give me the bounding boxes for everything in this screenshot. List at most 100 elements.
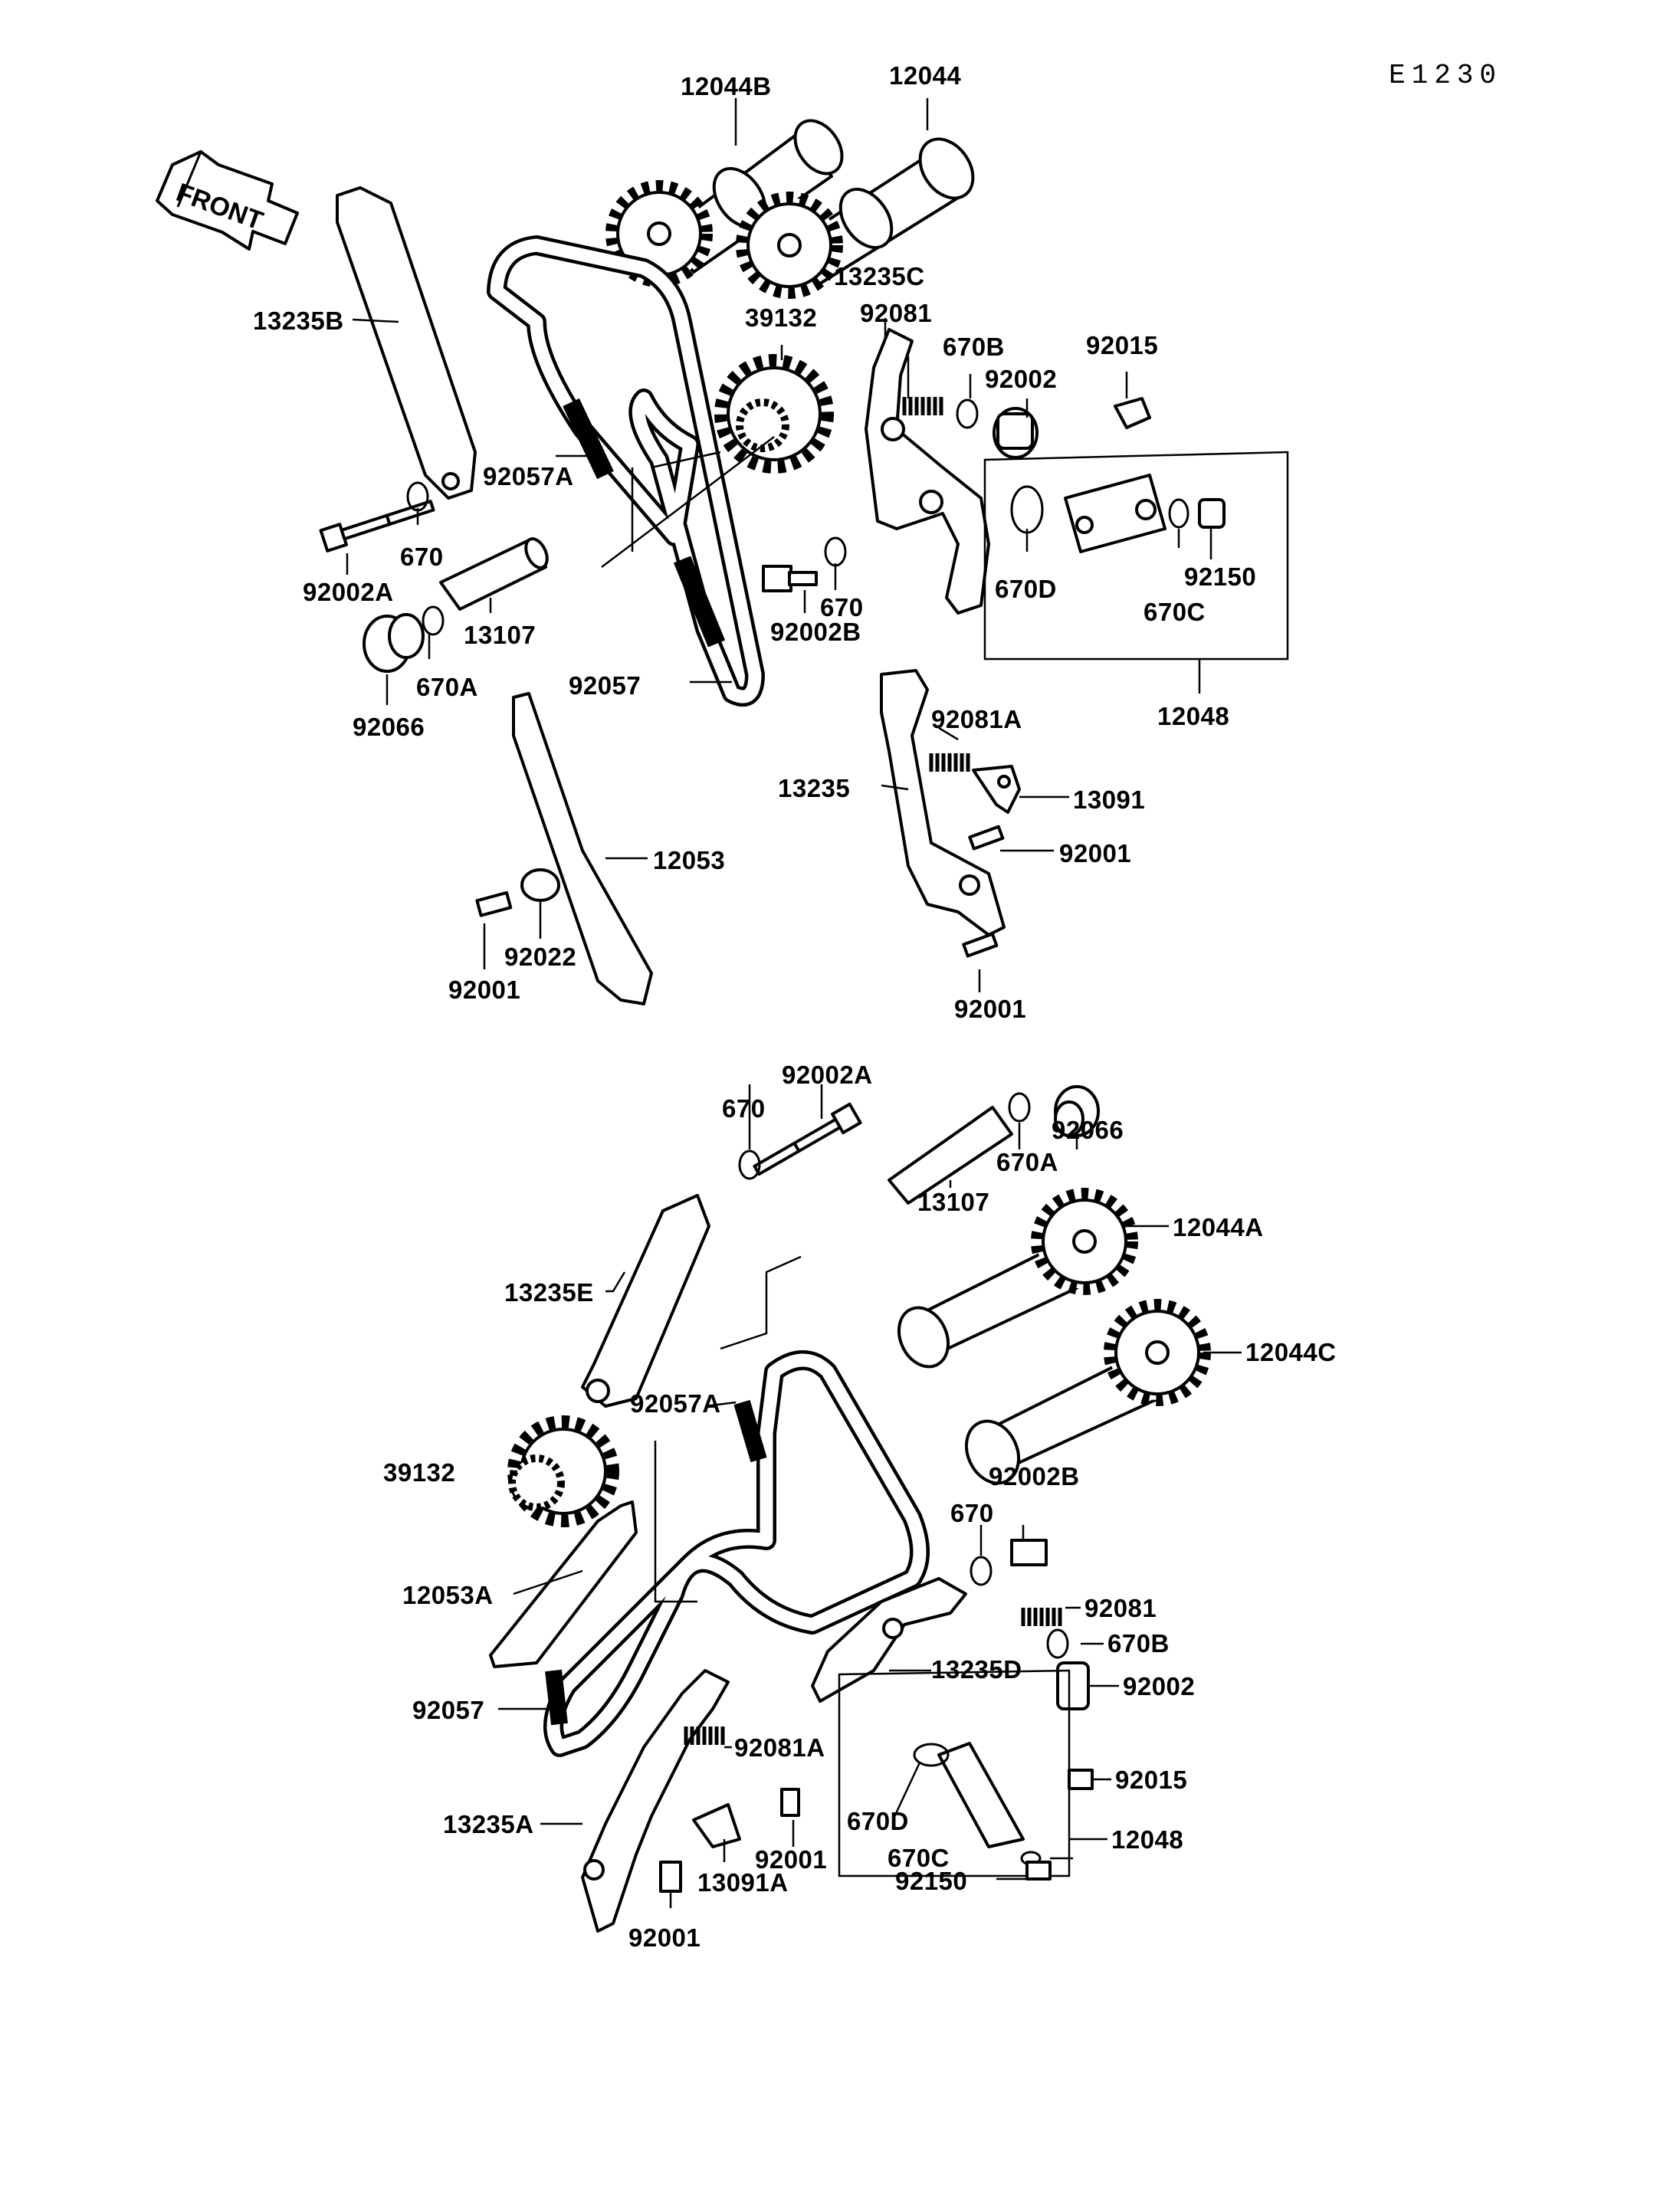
label-670D: 670D [995, 575, 1057, 603]
label-92022: 92022 [504, 943, 577, 971]
bolt-92001-b [475, 890, 513, 917]
plate-13091A [692, 1803, 741, 1848]
label2-92002B: 92002B [989, 1462, 1080, 1490]
idler-gear-39132 [714, 354, 834, 474]
chain-guide-13235E [581, 1194, 710, 1408]
label-13235C: 13235C [834, 262, 925, 290]
plate-13091 [972, 765, 1021, 814]
label-670C: 670C [1144, 598, 1206, 626]
tensioner-arm-13235C [865, 328, 990, 615]
label2-670: 670 [722, 1094, 766, 1123]
label-13091: 13091 [1073, 785, 1146, 814]
label2-39132: 39132 [383, 1458, 456, 1487]
label-670: 670 [400, 543, 444, 571]
label-670A: 670A [416, 673, 478, 701]
bolt-92002A [319, 500, 435, 553]
label2-13235A: 13235A [443, 1810, 534, 1838]
label-39132: 39132 [745, 303, 818, 332]
label-670-b: 670 [820, 593, 864, 621]
idler-gear-39132-lower [507, 1415, 619, 1527]
label2-13091A: 13091A [697, 1868, 789, 1897]
bolt-92001-lower-b [659, 1861, 682, 1893]
o-ring-670-b [824, 536, 847, 567]
label-12044B: 12044B [681, 72, 772, 100]
label2-92001a: 92001 [755, 1845, 828, 1874]
bolt-92001-lower-a [780, 1788, 800, 1817]
washer-92022 [520, 868, 560, 902]
tensioner-assembly-12048-lower [838, 1669, 1071, 1881]
label-92057: 92057 [569, 671, 641, 700]
camshaft-12044 [742, 137, 975, 293]
camshaft-12044A [897, 1194, 1132, 1369]
camshaft-12044C [964, 1305, 1205, 1485]
label-670B: 670B [943, 333, 1005, 361]
label2-670D: 670D [847, 1807, 909, 1835]
label2-92081A: 92081A [734, 1733, 825, 1762]
label2-670A: 670A [996, 1148, 1058, 1176]
bolt-92002B [762, 565, 818, 592]
spring-92081-lower [1023, 1608, 1060, 1626]
label2-670b: 670 [950, 1499, 994, 1527]
tensioner-assembly-12048 [983, 451, 1289, 661]
label2-92015: 92015 [1115, 1766, 1188, 1794]
figure-code: E1230 [1389, 60, 1503, 91]
label2-13107: 13107 [917, 1188, 990, 1216]
label2-12053A: 12053A [402, 1581, 494, 1609]
label-13235B: 13235B [253, 307, 344, 335]
label2-12048: 12048 [1111, 1825, 1184, 1854]
plug-92015 [1114, 397, 1151, 429]
label-92001-c: 92001 [954, 995, 1027, 1023]
label-13235: 13235 [778, 774, 851, 802]
label2-92150: 92150 [895, 1867, 968, 1895]
shaft-13107-lower [888, 1106, 1013, 1205]
label2-92081: 92081 [1084, 1594, 1157, 1622]
tensioner-arm-13235 [880, 669, 1006, 936]
label2-12044A: 12044A [1173, 1213, 1264, 1241]
o-ring-670-lower-b [970, 1556, 993, 1586]
chain-guide-12053A [489, 1500, 638, 1668]
label-92002A: 92002A [303, 578, 394, 606]
label-12048: 12048 [1157, 702, 1230, 730]
label-92002: 92002 [985, 365, 1058, 393]
bolt-92001-c [962, 932, 999, 958]
bolt-92002 [993, 407, 1039, 459]
label-92015: 92015 [1086, 331, 1159, 359]
label2-92001b: 92001 [628, 1923, 701, 1952]
o-ring-670A [422, 605, 445, 636]
bolt-92001-a [968, 825, 1005, 851]
bolt-92002B-lower [1010, 1539, 1048, 1566]
leader-lines [346, 98, 1242, 1908]
label-92002B: 92002B [770, 618, 861, 646]
label-92081A: 92081A [931, 705, 1022, 733]
label-92066: 92066 [353, 713, 425, 741]
label2-12044C: 12044C [1245, 1338, 1337, 1366]
label2-92057: 92057 [412, 1696, 485, 1724]
o-ring-670B-lower [1046, 1628, 1069, 1659]
label-92081: 92081 [860, 299, 933, 327]
label2-92066: 92066 [1052, 1116, 1124, 1144]
front-arrow-icon [156, 149, 299, 251]
label-92057A: 92057A [483, 462, 574, 490]
plug-92066 [363, 613, 425, 673]
cam-chain-92057 [487, 235, 765, 707]
label2-13235E: 13235E [504, 1278, 594, 1307]
camshaft-12044B [612, 119, 844, 281]
label2-13235D: 13235D [931, 1655, 1022, 1684]
label-92150: 92150 [1184, 562, 1257, 591]
plug-92066-lower [1054, 1085, 1100, 1137]
label-12053: 12053 [653, 846, 726, 874]
cam-chain-92057-lower [543, 1350, 930, 1757]
bolt-92002A-lower [753, 1102, 862, 1176]
spring-92081A [931, 753, 968, 772]
label-13107: 13107 [464, 621, 536, 649]
label-92001-a: 92001 [1059, 839, 1132, 867]
tensioner-arm-13235D [811, 1577, 967, 1703]
label2-92002: 92002 [1123, 1672, 1196, 1700]
label2-670B: 670B [1107, 1629, 1170, 1658]
spring-92081A-lower [686, 1726, 723, 1745]
chain-guide-13235B [336, 186, 477, 500]
o-ring-670A-lower [1008, 1092, 1031, 1123]
label-92001-b: 92001 [448, 976, 521, 1004]
spring-92081 [904, 397, 941, 415]
